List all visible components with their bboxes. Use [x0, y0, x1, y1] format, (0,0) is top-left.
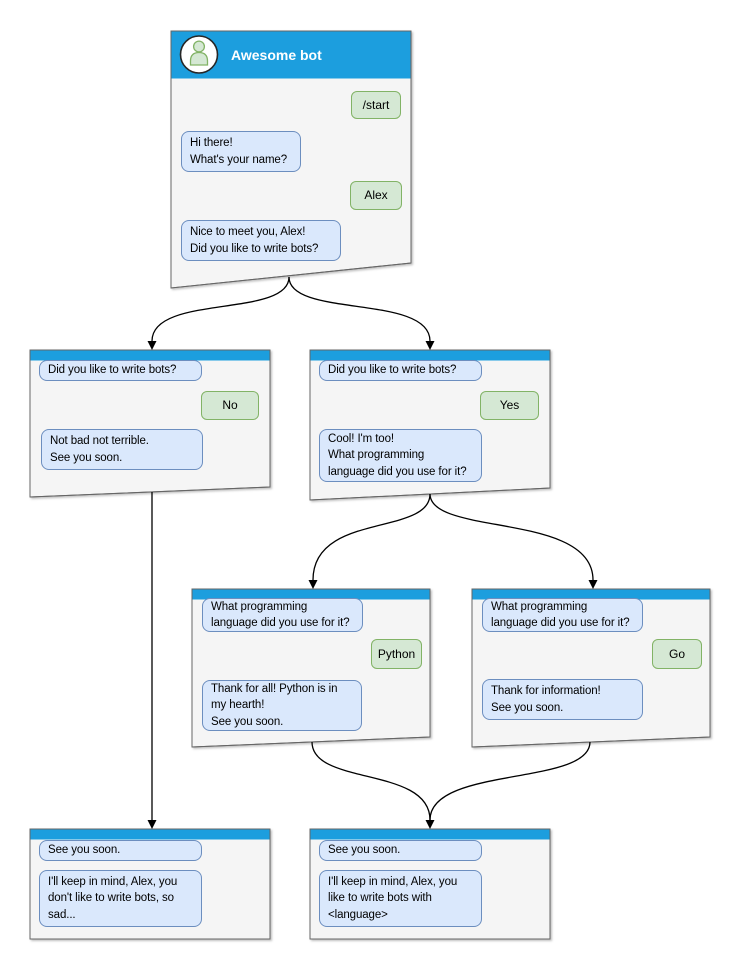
message-bubble-bot: I'll keep in mind, Alex, you don't like …: [39, 870, 202, 927]
message-bubble-bot: Not bad not terrible. See you soon.: [41, 429, 203, 470]
flow-arrow-yes-to-go: [429, 493, 594, 581]
arrowhead-icon: [425, 341, 435, 350]
message-bubble-bot: See you soon.: [39, 840, 202, 861]
message-bubble-bot: What programming language did you use fo…: [482, 598, 643, 632]
message-bubble-user: No: [201, 391, 259, 420]
flow-arrow-start-to-no: [151, 276, 290, 342]
message-bubble-bot: Did you like to write bots?: [319, 360, 482, 381]
message-bubble-bot: What programming language did you use fo…: [202, 598, 363, 632]
window-header: [30, 350, 270, 361]
message-bubble-bot: Did you like to write bots?: [39, 360, 202, 381]
message-bubble-bot: Thank for information! See you soon.: [482, 679, 643, 720]
flow-arrow-python-to-end: [311, 741, 431, 821]
arrowhead-icon: [147, 341, 157, 350]
flow-arrow-go-to-end: [429, 741, 591, 821]
message-bubble-bot: I'll keep in mind, Alex, you like to wri…: [319, 870, 482, 927]
message-bubble-user: Go: [652, 639, 702, 669]
arrowhead-icon: [147, 820, 157, 829]
message-bubble-bot: Thank for all! Python is in my hearth! S…: [202, 680, 362, 731]
arrowhead-icon: [308, 580, 318, 589]
flow-arrow-yes-to-python: [312, 493, 431, 581]
bot-avatar-icon: [179, 35, 219, 74]
message-bubble-user: Yes: [480, 391, 539, 420]
message-bubble-bot: See you soon.: [319, 840, 482, 861]
window-header: [192, 589, 430, 600]
window-header: [310, 350, 550, 361]
flow-arrows: [151, 276, 594, 821]
message-bubble-bot: Hi there! What's your name?: [181, 131, 301, 172]
window-header: [30, 829, 270, 840]
message-bubble-user: /start: [351, 91, 401, 119]
window-title: Awesome bot: [231, 47, 322, 63]
window-header: [310, 829, 550, 840]
arrowhead-icon: [588, 580, 598, 589]
arrowhead-icon: [425, 820, 435, 829]
window-header: [472, 589, 710, 600]
arrowheads: [147, 341, 598, 829]
flow-arrow-start-to-yes: [288, 276, 431, 342]
message-bubble-bot: Cool! I'm too! What programming language…: [319, 429, 482, 482]
message-bubble-bot: Nice to meet you, Alex! Did you like to …: [181, 220, 341, 261]
message-bubble-user: Alex: [350, 181, 402, 210]
message-bubble-user: Python: [371, 639, 422, 669]
